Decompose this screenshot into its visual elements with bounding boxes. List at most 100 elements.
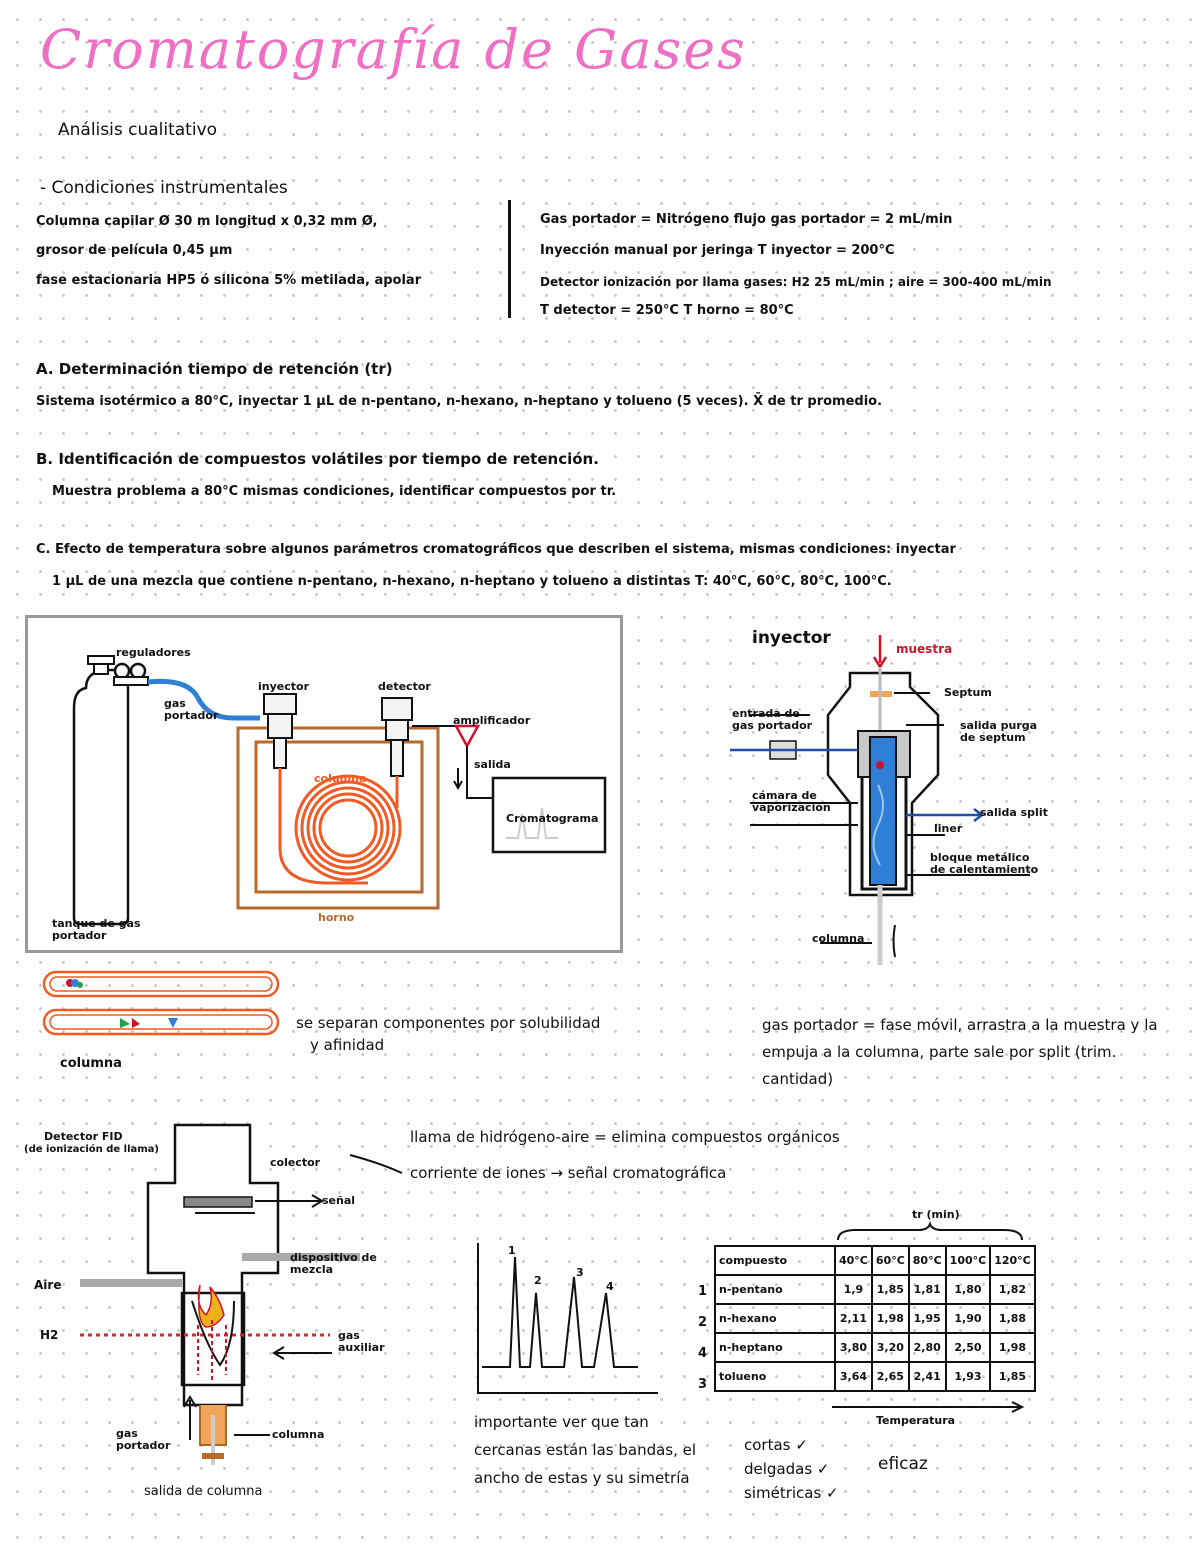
gc-system-diagram: reguladores gas portador inyector detect… (25, 615, 623, 953)
detector (381, 697, 413, 721)
chromatogram-note: importante ver que tan cercanas están la… (474, 1413, 697, 1487)
injector-split-label: salida split (980, 806, 1048, 819)
section-c-heading: C. Efecto de temperatura sobre algunos p… (36, 542, 956, 557)
table-cell: 1,98 (989, 1332, 1036, 1363)
table-cell: 1,90 (944, 1303, 992, 1334)
section-b-heading: B. Identificación de compuestos volátile… (36, 450, 599, 468)
table-row: tolueno 3,64 2,65 2,41 1,93 1,85 (714, 1361, 1036, 1392)
table-cell: 2,50 (944, 1332, 992, 1363)
section-b-text: Muestra problema a 80°C mismas condicion… (52, 484, 617, 499)
injector-column-label: columna (812, 932, 865, 945)
chromatogram-box (491, 776, 607, 854)
fid-air-label: Aire (34, 1278, 62, 1292)
condition-left-1: Columna capilar Ø 30 m longitud x 0,32 m… (36, 214, 378, 229)
table-header: 80°C (907, 1245, 947, 1276)
amplifier-icon (453, 724, 481, 749)
table-cell: 1,81 (907, 1274, 947, 1305)
table-cell: 2,80 (907, 1332, 947, 1363)
label-carrier-gas: gas portador (164, 697, 219, 722)
table-row: n-heptano 3,80 3,20 2,80 2,50 1,98 (714, 1332, 1036, 1363)
column-separation-drawing (42, 970, 280, 1036)
condition-right-3: Detector ionización por llama gases: H2 … (540, 275, 1052, 289)
table-cell: 3,80 (834, 1332, 873, 1363)
table-cell: tolueno (714, 1361, 836, 1392)
table-cell: 2,11 (834, 1303, 873, 1334)
temperature-axis-arrow (832, 1401, 1025, 1413)
fid-drawing (80, 1123, 403, 1465)
regulator-gauge-icon (113, 662, 131, 680)
liner (869, 736, 897, 886)
table-cell: 1,85 (870, 1274, 910, 1305)
injector-drawing (730, 635, 1030, 965)
table-header: compuesto (714, 1245, 836, 1276)
carrier-gas-line (147, 678, 260, 721)
table-brace (837, 1220, 1023, 1241)
injector-note: gas portador = fase móvil, arrastra a la… (762, 1016, 1158, 1088)
table-cell: 2,41 (907, 1361, 947, 1392)
table-cell: 3,64 (834, 1361, 873, 1392)
fid-carrier-label: gas portador (116, 1427, 171, 1452)
label-amplifier: amplificador (453, 714, 531, 727)
table-caption: tr (min) (912, 1208, 960, 1221)
fid-footer: salida de columna (144, 1484, 263, 1499)
table-cell: 1,9 (834, 1274, 873, 1305)
fid-h2-label: H2 (40, 1328, 59, 1342)
table-row: n-pentano 1,9 1,85 1,81 1,80 1,82 (714, 1274, 1036, 1305)
row-number: 3 (698, 1377, 708, 1392)
injector-title: inyector (752, 628, 831, 648)
column-label: columna (60, 1056, 122, 1071)
fid-subtitle: (de ionización de llama) (24, 1144, 159, 1155)
section-c-text: 1 µL de una mezcla que contiene n-pentan… (52, 574, 892, 589)
label-oven: horno (318, 911, 355, 924)
table-cell: 1,80 (944, 1274, 992, 1305)
table-cell: 1,82 (989, 1274, 1036, 1305)
fid-insulator-label: dispositivo de mezcla (290, 1251, 377, 1276)
conclusion: eficaz (878, 1454, 928, 1474)
row-number: 2 (698, 1315, 708, 1330)
fid-title: Detector FID (44, 1130, 123, 1143)
table-cell: 1,93 (944, 1361, 992, 1392)
row-number: 4 (698, 1346, 708, 1361)
injector-sample-label: muestra (896, 642, 953, 656)
injector-gas-inlet-label: entrada de gas portador (732, 707, 813, 732)
page-title: Cromatografía de Gases (40, 18, 747, 81)
table-header: 120°C (989, 1245, 1036, 1276)
label-tank: tanque de gas portador (52, 917, 141, 942)
conditions-heading: - Condiciones instrumentales (40, 178, 288, 198)
fid-collector-label: colector (270, 1156, 321, 1169)
table-axis-label: Temperatura (876, 1414, 956, 1427)
table-header: 60°C (870, 1245, 910, 1276)
injector (263, 693, 297, 715)
column-coil (278, 768, 402, 885)
condition-right-4: T detector = 250°C T horno = 80°C (540, 303, 794, 318)
fid-signal-label: señal (322, 1194, 356, 1207)
separation-note-2: y afinidad (310, 1036, 385, 1054)
check-3: simétricas ✓ (744, 1484, 839, 1502)
subtitle: Análisis cualitativo (58, 120, 218, 140)
table-cell: n-pentano (714, 1274, 836, 1305)
table-cell: 1,95 (907, 1303, 947, 1334)
table-header: 40°C (834, 1245, 873, 1276)
section-a-text: Sistema isotérmico a 80°C, inyectar 1 µL… (36, 394, 883, 409)
gc-system-drawing (72, 655, 607, 926)
condition-left-3: fase estacionaria HP5 ó silicona 5% meti… (36, 273, 422, 288)
table-cell: n-hexano (714, 1303, 836, 1334)
table-row: n-hexano 2,11 1,98 1,95 1,90 1,88 (714, 1303, 1036, 1334)
injector-vaporization-label: cámara de vaporización (752, 789, 831, 814)
condition-right-2: Inyección manual por jeringa T inyector … (540, 243, 895, 258)
fid-note-1: llama de hidrógeno-aire = elimina compue… (410, 1128, 840, 1146)
gas-tank (72, 668, 130, 926)
injector-heater-label: bloque metálico de calentamiento (930, 851, 1039, 876)
fid-makeup-label: gas auxiliar (338, 1329, 385, 1354)
label-detector: detector (378, 680, 431, 693)
peak-label-1: 1 (508, 1244, 516, 1257)
fid-column-label: columna (272, 1428, 325, 1441)
table-header-row: compuesto 40°C 60°C 80°C 100°C 120°C (714, 1245, 1036, 1276)
table-cell: n-heptano (714, 1332, 836, 1363)
check-2: delgadas ✓ (744, 1460, 830, 1478)
check-1: cortas ✓ (744, 1436, 808, 1454)
table-cell: 1,85 (989, 1361, 1036, 1392)
label-output: salida (474, 758, 511, 771)
peak-label-4: 4 (606, 1280, 614, 1293)
conditions-divider (508, 200, 511, 318)
